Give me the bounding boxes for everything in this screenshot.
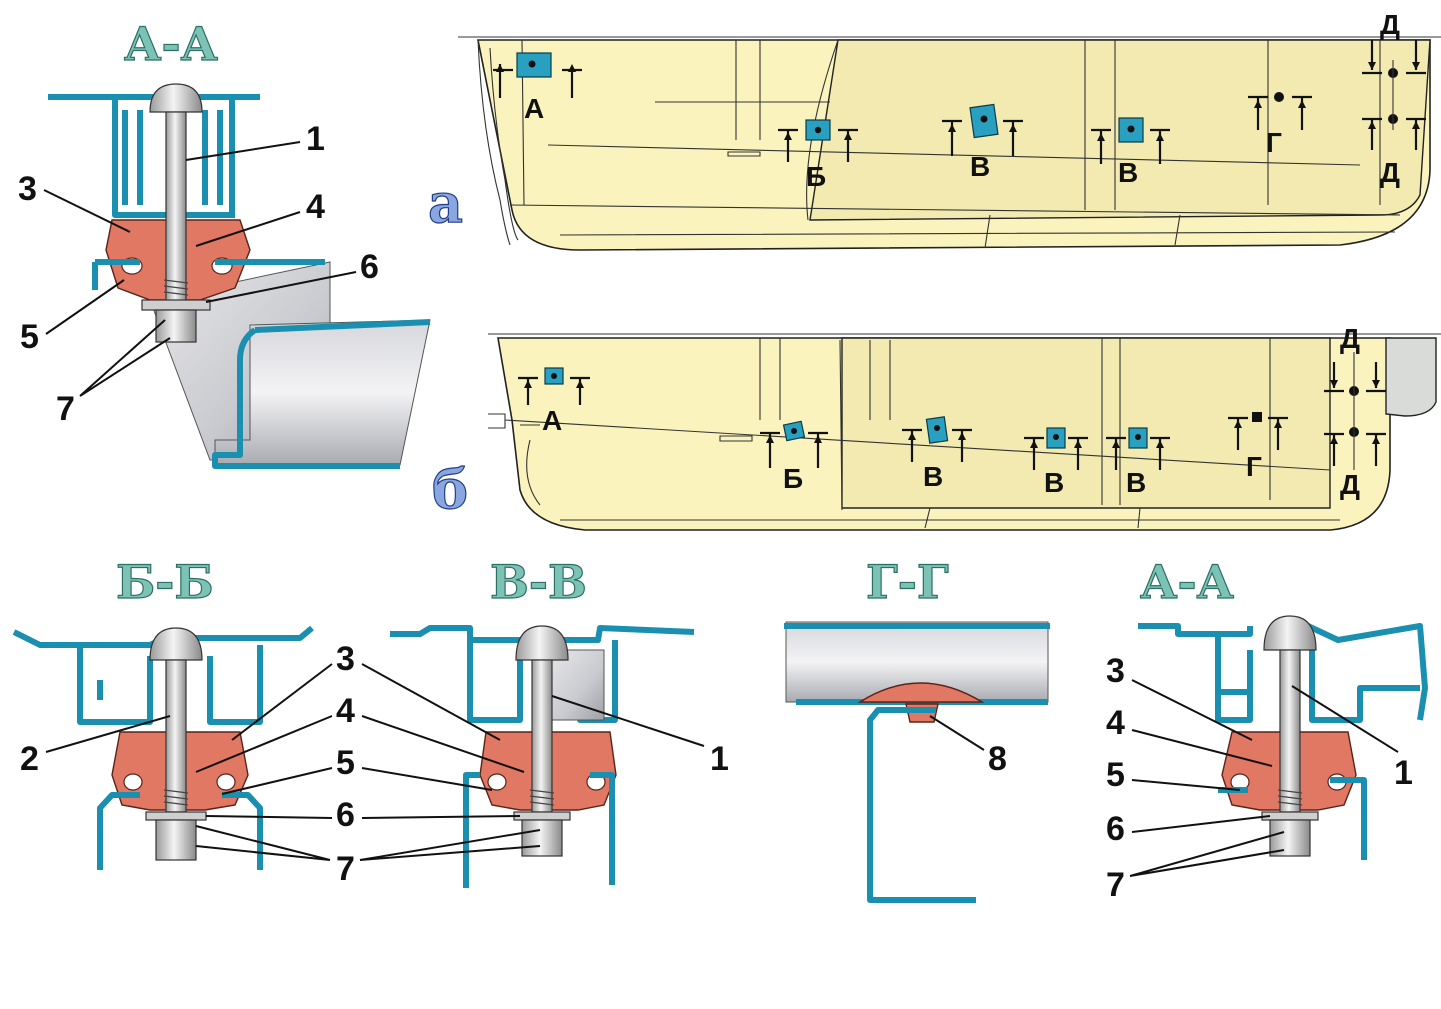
bolt-head [149, 627, 203, 661]
frame-member [867, 707, 976, 903]
callout-4: 4 [306, 188, 325, 226]
marker-label-b-G: Г [1246, 451, 1262, 482]
callout-7: 7 [1106, 866, 1125, 904]
callout-5: 5 [336, 744, 355, 782]
callout-6: 6 [336, 796, 355, 834]
callout-6: 6 [360, 248, 379, 286]
callout-7: 7 [336, 850, 355, 888]
callout-1: 1 [710, 740, 729, 778]
bolt-shank [165, 659, 187, 813]
section-vv-callouts: 3 4 5 6 7 [359, 663, 541, 861]
marker-label-a-D-bottom: Д [1380, 157, 1400, 188]
marker-label-b-B: Б [783, 463, 803, 494]
marker-label-a-V1: В [970, 151, 990, 182]
washer [145, 811, 207, 821]
bolt-head [515, 625, 569, 661]
section-vv-title: В-В [490, 555, 587, 609]
marker-label-b-D-bottom: Д [1340, 469, 1360, 500]
callout-4: 4 [336, 692, 355, 730]
view-a: а А Б В В Г [427, 9, 1441, 251]
callout-3: 3 [336, 640, 355, 678]
rubber-bumper [857, 682, 985, 703]
floor-panel [1138, 623, 1428, 721]
marker-label-a-V2: В [1118, 157, 1138, 188]
section-aa-top: А-А 1 3 4 5 6 7 [18, 16, 431, 469]
nut [155, 819, 197, 861]
bolt-head [149, 83, 203, 113]
marker-label-b-D-top: Д [1340, 323, 1360, 354]
section-gg-title: Г-Г [866, 555, 949, 609]
nut [521, 819, 563, 857]
washer [1261, 811, 1319, 821]
section-aa-bottom: А-А 3 4 5 1 6 7 [1106, 554, 1428, 904]
marker-label-a-G: Г [1266, 127, 1282, 158]
marker-label-b-A: А [542, 405, 562, 436]
marker-a-G [1274, 92, 1284, 102]
marker-label-a-A: А [524, 93, 544, 124]
callout-5: 5 [1106, 756, 1125, 794]
callout-1: 1 [1394, 754, 1413, 792]
marker-label-b-V1: В [923, 461, 943, 492]
view-b: б А Б В В В Г [431, 323, 1441, 531]
callout-2: 2 [20, 740, 39, 778]
bolt-shank [531, 659, 553, 813]
section-vv: В-В 1 [390, 554, 729, 888]
bolt-head [1263, 615, 1317, 651]
frame-flange [463, 772, 615, 888]
nut [1269, 819, 1311, 857]
section-bb: Б-Б 2 3 4 5 6 7 [12, 554, 355, 888]
section-bb-title: Б-Б [116, 555, 214, 609]
washer [141, 299, 211, 311]
section-aa-top-title: А-А [124, 17, 219, 71]
callout-1: 1 [306, 120, 325, 158]
washer [513, 811, 571, 821]
marker-label-b-V2: В [1044, 467, 1064, 498]
callout-4: 4 [1106, 704, 1125, 742]
callout-6: 6 [1106, 810, 1125, 848]
marker-label-b-V3: В [1126, 467, 1146, 498]
marker-label-a-D-top: Д [1380, 9, 1400, 40]
callout-3: 3 [1106, 652, 1125, 690]
callout-3: 3 [18, 170, 37, 208]
frame-flange [92, 259, 325, 290]
callout-7: 7 [56, 390, 75, 428]
view-a-letter: а [428, 171, 463, 235]
marker-label-a-B: Б [806, 161, 826, 192]
callout-8: 8 [988, 740, 1007, 778]
nut [155, 309, 197, 343]
section-gg: Г-Г 8 [784, 554, 1050, 903]
floor-panel [390, 625, 695, 643]
bolt-shank [1279, 649, 1301, 813]
view-b-letter: б [432, 457, 468, 521]
marker-b-G [1252, 412, 1262, 422]
bolt-shank [165, 111, 187, 303]
callout-5: 5 [20, 318, 39, 356]
section-aa-bottom-title: А-А [1140, 555, 1235, 609]
